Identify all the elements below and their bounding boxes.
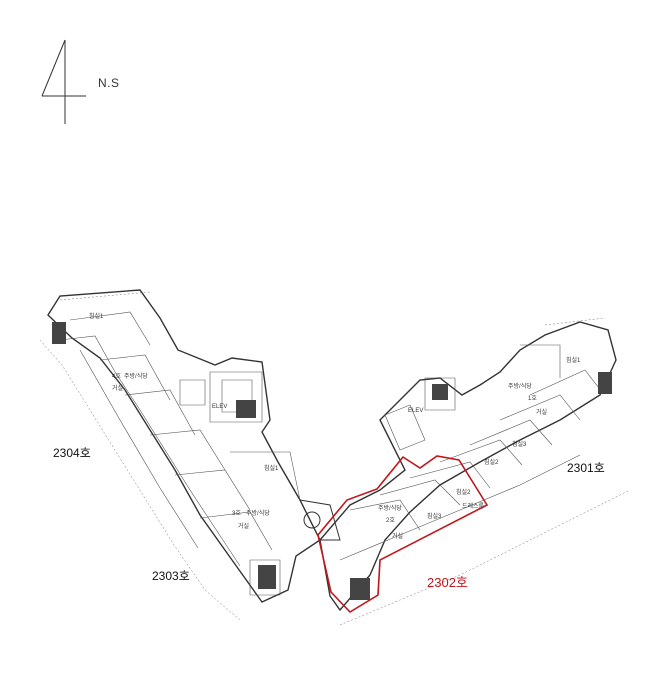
unit-2302-highlight — [317, 455, 489, 614]
center-lobby — [299, 499, 341, 541]
room-label: ELEV — [408, 408, 423, 414]
north-arrow-icon — [41, 39, 86, 124]
room-label: 주방/식당 — [378, 504, 402, 512]
room-label: 침실2 — [484, 458, 499, 466]
room-label: ELEV — [212, 404, 227, 410]
room-labels: 침실1 4호 주방/식당 거실 ELEV 3호 주방/식당 거실 침실1 2호 … — [89, 312, 581, 540]
unit-label-2301: 2301호 — [567, 461, 605, 475]
room-label: 주방/식당 — [124, 372, 148, 380]
room-label: 주방/식당 — [246, 509, 270, 517]
room-label: 3호 — [232, 510, 241, 517]
room-label: 침실3 — [427, 512, 442, 520]
room-label: 침실1 — [264, 464, 279, 472]
west-wing-outline — [47, 289, 321, 603]
room-label: 거실 — [112, 384, 123, 392]
east-wing-interior — [339, 344, 603, 561]
room-label: 거실 — [392, 532, 403, 540]
room-label: 1호 — [528, 395, 537, 402]
room-label: 침실1 — [89, 312, 104, 320]
room-label: 2호 — [386, 517, 395, 524]
unit-label-2302: 2302호 — [427, 575, 468, 590]
east-wing-dimensions — [339, 317, 631, 626]
west-wing-dimensions — [39, 291, 241, 621]
room-label: 침실2 — [456, 488, 471, 496]
room-label: 거실 — [536, 408, 547, 416]
north-label: N.S — [98, 76, 120, 90]
room-label: 침실3 — [512, 440, 527, 448]
room-label: 거실 — [238, 522, 249, 530]
room-label: 드레스룸 — [462, 502, 485, 510]
unit-label-2304: 2304호 — [53, 446, 91, 460]
east-wing-hatch — [350, 372, 612, 600]
room-label: 주방/식당 — [508, 382, 532, 390]
room-label: 침실1 — [566, 356, 581, 364]
west-wing-hatch — [52, 322, 276, 589]
unit-label-2303: 2303호 — [152, 569, 190, 583]
room-label: 4호 — [112, 373, 121, 380]
